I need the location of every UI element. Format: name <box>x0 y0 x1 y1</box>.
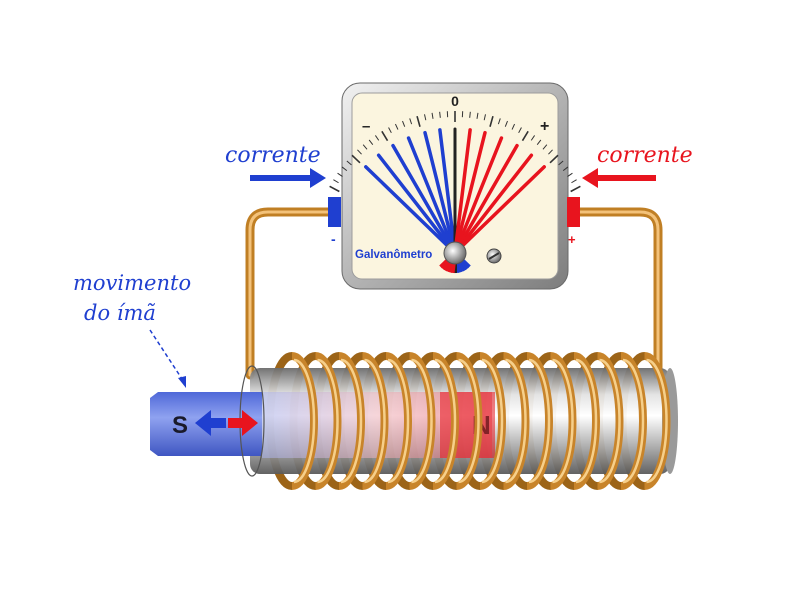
scale-tick <box>558 160 564 166</box>
needle <box>453 143 519 255</box>
scale-tick <box>362 144 368 150</box>
magnet-arrow-right-icon <box>228 410 258 436</box>
needle <box>364 165 457 255</box>
scale-tick <box>497 118 501 125</box>
scale-tick <box>439 111 441 118</box>
magnet-arrow-left-icon <box>195 410 226 436</box>
scale-tick <box>469 111 471 118</box>
scale-tick <box>548 149 553 155</box>
right-current-label: corrente <box>597 143 693 168</box>
scale-tick <box>424 114 427 121</box>
scale-tick <box>329 185 340 193</box>
scale-tick <box>549 154 559 164</box>
coil-turn-highlight <box>622 358 645 484</box>
scale-tick <box>530 135 536 141</box>
scale-tick <box>351 154 361 164</box>
scale-tick <box>341 166 348 171</box>
needle <box>438 128 457 255</box>
right-current-arrow-icon <box>582 168 656 188</box>
needle <box>423 130 457 255</box>
needle-hub <box>443 241 467 265</box>
motion-label-line2: do ímã <box>84 301 156 325</box>
scale-tick <box>476 112 479 119</box>
scale-tick <box>504 120 508 127</box>
coil-turn-highlight <box>364 358 386 484</box>
motion-pointer-icon <box>149 329 186 388</box>
scale-tick <box>489 115 494 127</box>
terminal-positive <box>567 197 580 227</box>
scale-tick <box>374 135 380 141</box>
scale-tick <box>521 130 529 142</box>
scale-tick <box>511 123 516 130</box>
scale-tick <box>368 139 374 145</box>
coil-turn-highlight <box>317 358 339 484</box>
terminal-positive-sign: + <box>568 232 576 247</box>
coil-turn-highlight <box>481 358 504 484</box>
needle <box>453 153 534 255</box>
scale-tick <box>571 179 577 184</box>
galvanometer: 0 – + Galvanômetro <box>329 82 581 290</box>
scale-tick <box>409 118 413 125</box>
coil-turn-highlight <box>575 358 598 484</box>
coil-turn-highlight <box>552 358 574 484</box>
wire-right <box>573 207 663 380</box>
scale-tick <box>542 144 548 150</box>
scale-tick <box>562 166 569 171</box>
needle <box>453 136 504 255</box>
wire-left <box>245 207 335 380</box>
scale-tick <box>518 127 522 134</box>
terminal-negative-sign: - <box>331 231 336 247</box>
needle <box>376 153 457 255</box>
scale-tick <box>337 172 343 177</box>
needle <box>406 136 457 255</box>
coil-turn-highlight <box>599 358 621 484</box>
scale-tick <box>388 127 392 134</box>
scale-tick <box>567 172 573 177</box>
needle <box>453 165 546 255</box>
coil-turn-highlight <box>411 358 433 484</box>
galvanometer-name: Galvanômetro <box>355 249 432 261</box>
coil-turn-highlight <box>293 358 316 484</box>
scale-tick <box>402 120 406 127</box>
left-current-label: corrente <box>225 143 321 168</box>
magnet-south-label: S <box>172 412 188 439</box>
terminal-negative <box>328 197 341 227</box>
scale-tick <box>333 179 339 184</box>
needle <box>453 130 487 255</box>
scale-tick <box>346 160 352 166</box>
scale-tick <box>357 149 362 155</box>
coil-turn-highlight <box>434 358 457 484</box>
coil-turn-highlight <box>458 358 480 484</box>
scale-plus-label: + <box>540 118 549 135</box>
scale-tick <box>483 114 486 121</box>
scale-tick <box>570 185 581 193</box>
coil-turn-highlight <box>505 358 527 484</box>
coil-turn-highlight <box>646 358 668 484</box>
motion-label-line1: movimento <box>73 271 191 295</box>
needle <box>391 143 457 255</box>
scale-zero-label: 0 <box>451 93 459 109</box>
scale-tick <box>381 130 389 142</box>
screw-icon <box>486 248 502 264</box>
left-current-arrow-icon <box>250 168 326 188</box>
galvanometer-scale <box>329 111 581 193</box>
scale-minus-label: – <box>362 118 370 135</box>
coil-turn-highlight <box>340 358 363 484</box>
coil-turn-highlight <box>528 358 551 484</box>
scale-tick <box>536 139 542 145</box>
scale-tick <box>416 115 421 127</box>
coil-turn-highlight <box>387 358 410 484</box>
needle <box>453 128 472 255</box>
scale-tick <box>394 123 399 130</box>
scale-tick <box>431 112 434 119</box>
coil-front <box>291 352 671 490</box>
